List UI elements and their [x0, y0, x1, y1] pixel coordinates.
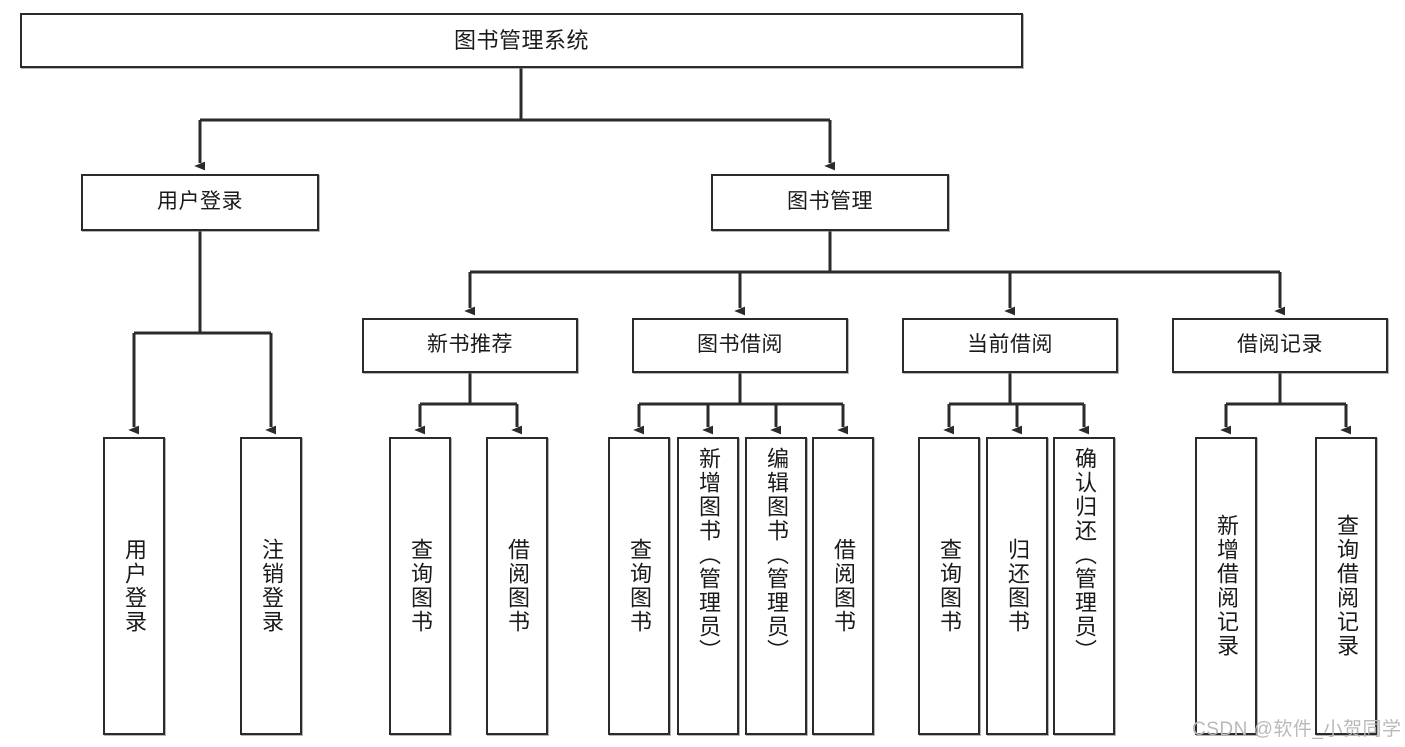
- node-label: 借阅图书: [831, 538, 856, 634]
- node-user-login-do[interactable]: 用户登录: [103, 437, 165, 735]
- node-book-borrow[interactable]: 图书借阅: [632, 318, 848, 373]
- node-label: 查询借阅记录: [1334, 514, 1359, 658]
- node-label: 当前借阅: [967, 333, 1053, 357]
- node-label: 图书管理: [787, 190, 873, 214]
- node-borrow-book-2[interactable]: 借阅图书: [812, 437, 874, 735]
- node-label: 查询图书: [408, 538, 433, 634]
- node-add-borrow-record[interactable]: 新增借阅记录: [1195, 437, 1257, 735]
- node-new-book-recommend[interactable]: 新书推荐: [362, 318, 578, 373]
- node-confirm-return-admin[interactable]: 确认归还（管理员）: [1053, 437, 1115, 735]
- node-borrow-book-1[interactable]: 借阅图书: [486, 437, 548, 735]
- node-borrow-record[interactable]: 借阅记录: [1172, 318, 1388, 373]
- node-label: 新书推荐: [427, 333, 513, 357]
- node-label: 借阅记录: [1237, 333, 1323, 357]
- node-label: 注销登录: [259, 538, 284, 634]
- node-book-management[interactable]: 图书管理: [711, 174, 949, 231]
- node-label: 用户登录: [157, 190, 243, 214]
- node-add-book-admin[interactable]: 新增图书（管理员）: [677, 437, 739, 735]
- node-label: 查询图书: [627, 538, 652, 634]
- node-return-book[interactable]: 归还图书: [986, 437, 1048, 735]
- node-label: 查询图书: [937, 538, 962, 634]
- node-query-book-1[interactable]: 查询图书: [389, 437, 451, 735]
- node-user-logout[interactable]: 注销登录: [240, 437, 302, 735]
- node-label: 借阅图书: [505, 538, 530, 634]
- node-root-book-management-system[interactable]: 图书管理系统: [20, 13, 1023, 68]
- node-label: 归还图书: [1005, 538, 1030, 634]
- node-label: 图书借阅: [697, 333, 783, 357]
- node-label: 图书管理系统: [453, 27, 589, 53]
- node-label: 编辑图书（管理员）: [764, 447, 789, 663]
- node-label: 新增图书（管理员）: [696, 447, 721, 663]
- node-query-borrow-record[interactable]: 查询借阅记录: [1315, 437, 1377, 735]
- node-label: 新增借阅记录: [1214, 514, 1239, 658]
- node-query-book-2[interactable]: 查询图书: [608, 437, 670, 735]
- node-edit-book-admin[interactable]: 编辑图书（管理员）: [745, 437, 807, 735]
- node-label: 用户登录: [122, 538, 147, 634]
- node-query-book-3[interactable]: 查询图书: [918, 437, 980, 735]
- node-current-borrow[interactable]: 当前借阅: [902, 318, 1118, 373]
- node-user-login[interactable]: 用户登录: [81, 174, 319, 231]
- watermark-text: CSDN @软件_小贺同学: [1192, 719, 1402, 740]
- node-label: 确认归还（管理员）: [1072, 447, 1097, 663]
